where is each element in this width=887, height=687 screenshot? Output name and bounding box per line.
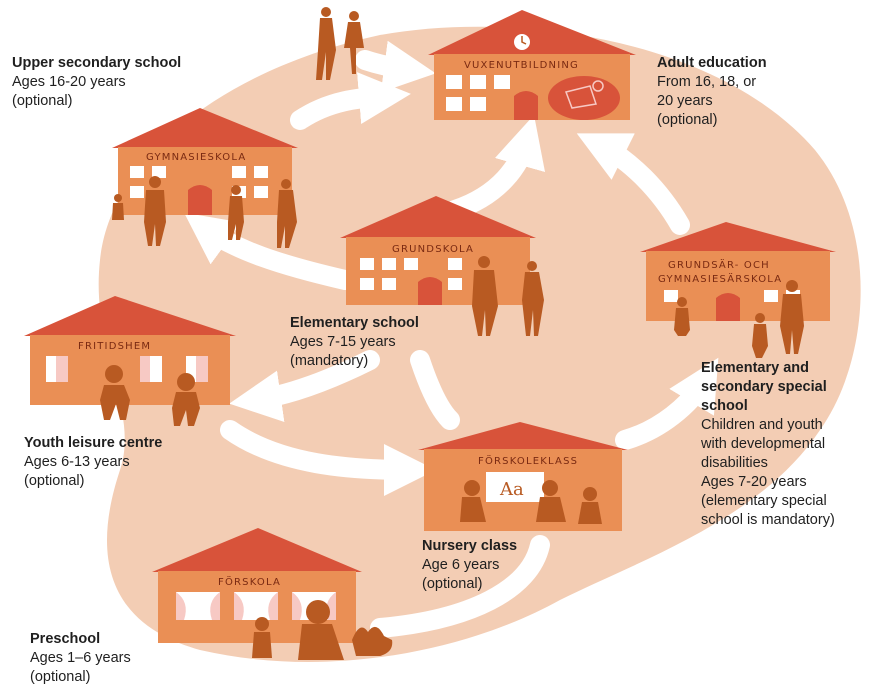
caption-leisure-title: Youth leisure centre	[24, 435, 163, 451]
arrow-nursery-to-special	[615, 357, 719, 450]
caption-elementary-desc: Ages 7-15 years (mandatory)	[290, 334, 396, 369]
caption-upper-title: Upper secondary school	[12, 55, 182, 71]
figures-elementary	[472, 256, 544, 336]
sign-nursery: FÖRSKOLEKLASS	[478, 454, 578, 467]
figures-upper-secondary	[112, 176, 297, 248]
arrow-elementary-to-adult	[445, 114, 546, 220]
sign-special-2: GYMNASIESÄRSKOLA	[658, 272, 782, 285]
arrow-people-to-adult	[355, 40, 436, 93]
classroom-window	[548, 76, 620, 120]
arrow-leisure-to-nursery	[220, 420, 436, 496]
sign-preschool: FÖRSKOLA	[218, 575, 281, 588]
figures-preschool	[252, 600, 393, 660]
building-adult-education: VUXENUTBILDNING	[428, 10, 636, 120]
figures-adults-walking	[316, 7, 364, 80]
arrow-upper-to-adult	[290, 72, 411, 130]
caption-adult-education: Adult education From 16, 18, or 20 years…	[657, 54, 767, 130]
figures-nursery-kids	[460, 480, 602, 524]
figures-leisure-kids	[100, 365, 200, 426]
arrow-special-to-adult	[576, 133, 690, 235]
caption-adult-title: Adult education	[657, 55, 767, 71]
sign-elementary: GRUNDSKOLA	[392, 244, 474, 255]
sign-special-1: GRUNDSÄR- OCH	[668, 258, 770, 271]
caption-preschool-desc: Ages 1–6 years (optional)	[30, 650, 131, 685]
caption-special-title: Elementary and secondary special school	[701, 360, 827, 414]
sign-leisure: FRITIDSHEM	[78, 341, 151, 352]
building-elementary: GRUNDSKOLA	[340, 196, 536, 305]
caption-elementary: Elementary school Ages 7-15 years (manda…	[290, 314, 419, 371]
caption-nursery-class: Nursery class Age 6 years (optional)	[422, 537, 517, 594]
arrow-preschool-loop	[370, 535, 550, 638]
caption-upper-secondary: Upper secondary school Ages 16-20 years …	[12, 54, 181, 111]
arrow-elementary-to-leisure	[229, 350, 380, 423]
caption-youth-leisure: Youth leisure centre Ages 6-13 years (op…	[24, 434, 162, 491]
door	[514, 91, 538, 120]
sign-upper: GYMNASIESKOLA	[146, 152, 246, 163]
caption-special-school: Elementary and secondary special school …	[701, 359, 835, 530]
caption-elementary-title: Elementary school	[290, 315, 419, 331]
arrow-elementary-to-nursery	[410, 350, 460, 430]
caption-nursery-desc: Age 6 years (optional)	[422, 557, 500, 592]
blackboard	[486, 472, 544, 502]
flow-arrows	[184, 40, 719, 638]
caption-upper-desc: Ages 16-20 years (optional)	[12, 74, 126, 109]
caption-leisure-desc: Ages 6-13 years (optional)	[24, 454, 130, 489]
sign-adult: VUXENUTBILDNING	[464, 60, 579, 71]
arrow-elementary-to-upper	[184, 212, 355, 290]
board-text: Aa	[499, 479, 524, 500]
caption-adult-desc: From 16, 18, or 20 years (optional)	[657, 74, 757, 128]
caption-nursery-title: Nursery class	[422, 538, 518, 554]
caption-preschool-title: Preschool	[30, 631, 101, 647]
figures-special-school	[674, 280, 804, 358]
caption-preschool: Preschool Ages 1–6 years (optional)	[30, 630, 131, 687]
building-youth-leisure: FRITIDSHEM	[24, 296, 236, 405]
caption-special-desc: Children and youth with developmental di…	[701, 417, 835, 528]
